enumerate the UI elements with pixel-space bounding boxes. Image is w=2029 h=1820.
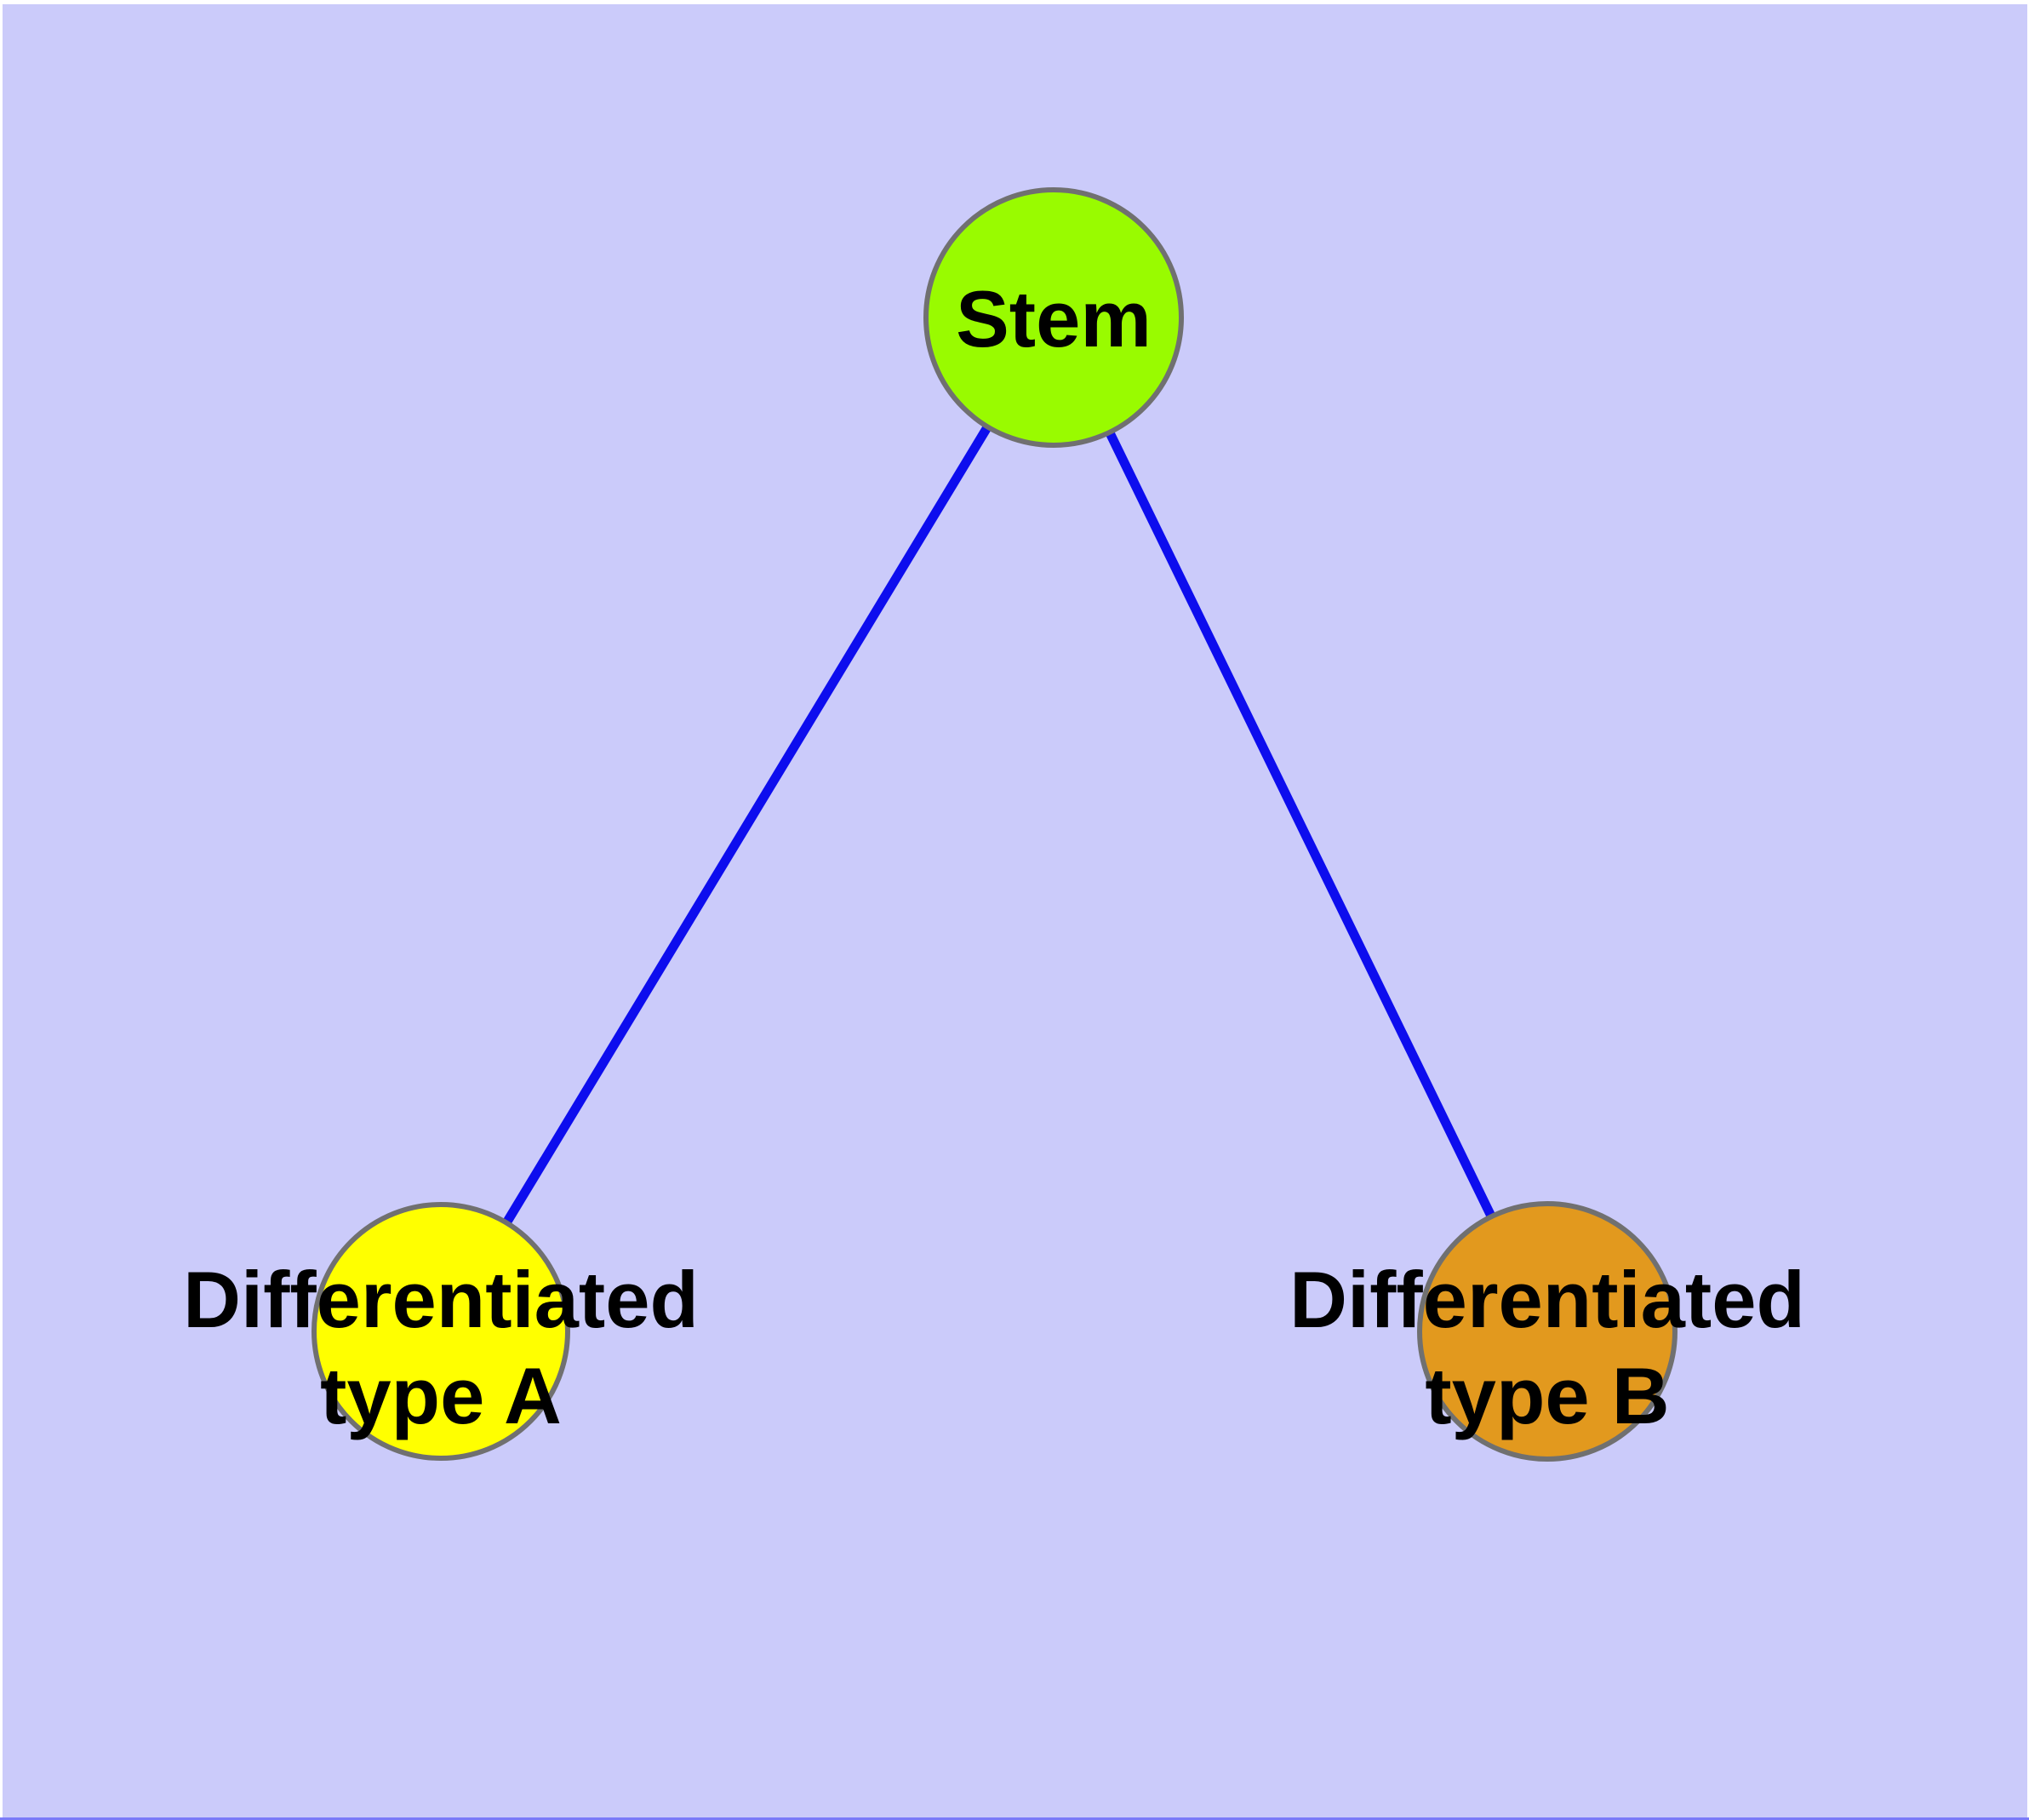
node-stem [923, 187, 1184, 448]
node-typeB [1417, 1201, 1677, 1462]
edge-stem-typeB [1049, 315, 1552, 1334]
edge-stem-typeA [437, 315, 1058, 1334]
node-label-line: Differentiated [183, 1255, 699, 1344]
bottom-edge-strip [0, 1817, 2029, 1820]
node-label-line: type B [1425, 1351, 1669, 1440]
node-label-line: Differentiated [1289, 1255, 1805, 1344]
node-label-stem: Stem [956, 274, 1152, 363]
node-typeA [311, 1202, 570, 1461]
node-label-line: type A [320, 1351, 562, 1440]
node-label-line: Stem [956, 274, 1152, 363]
